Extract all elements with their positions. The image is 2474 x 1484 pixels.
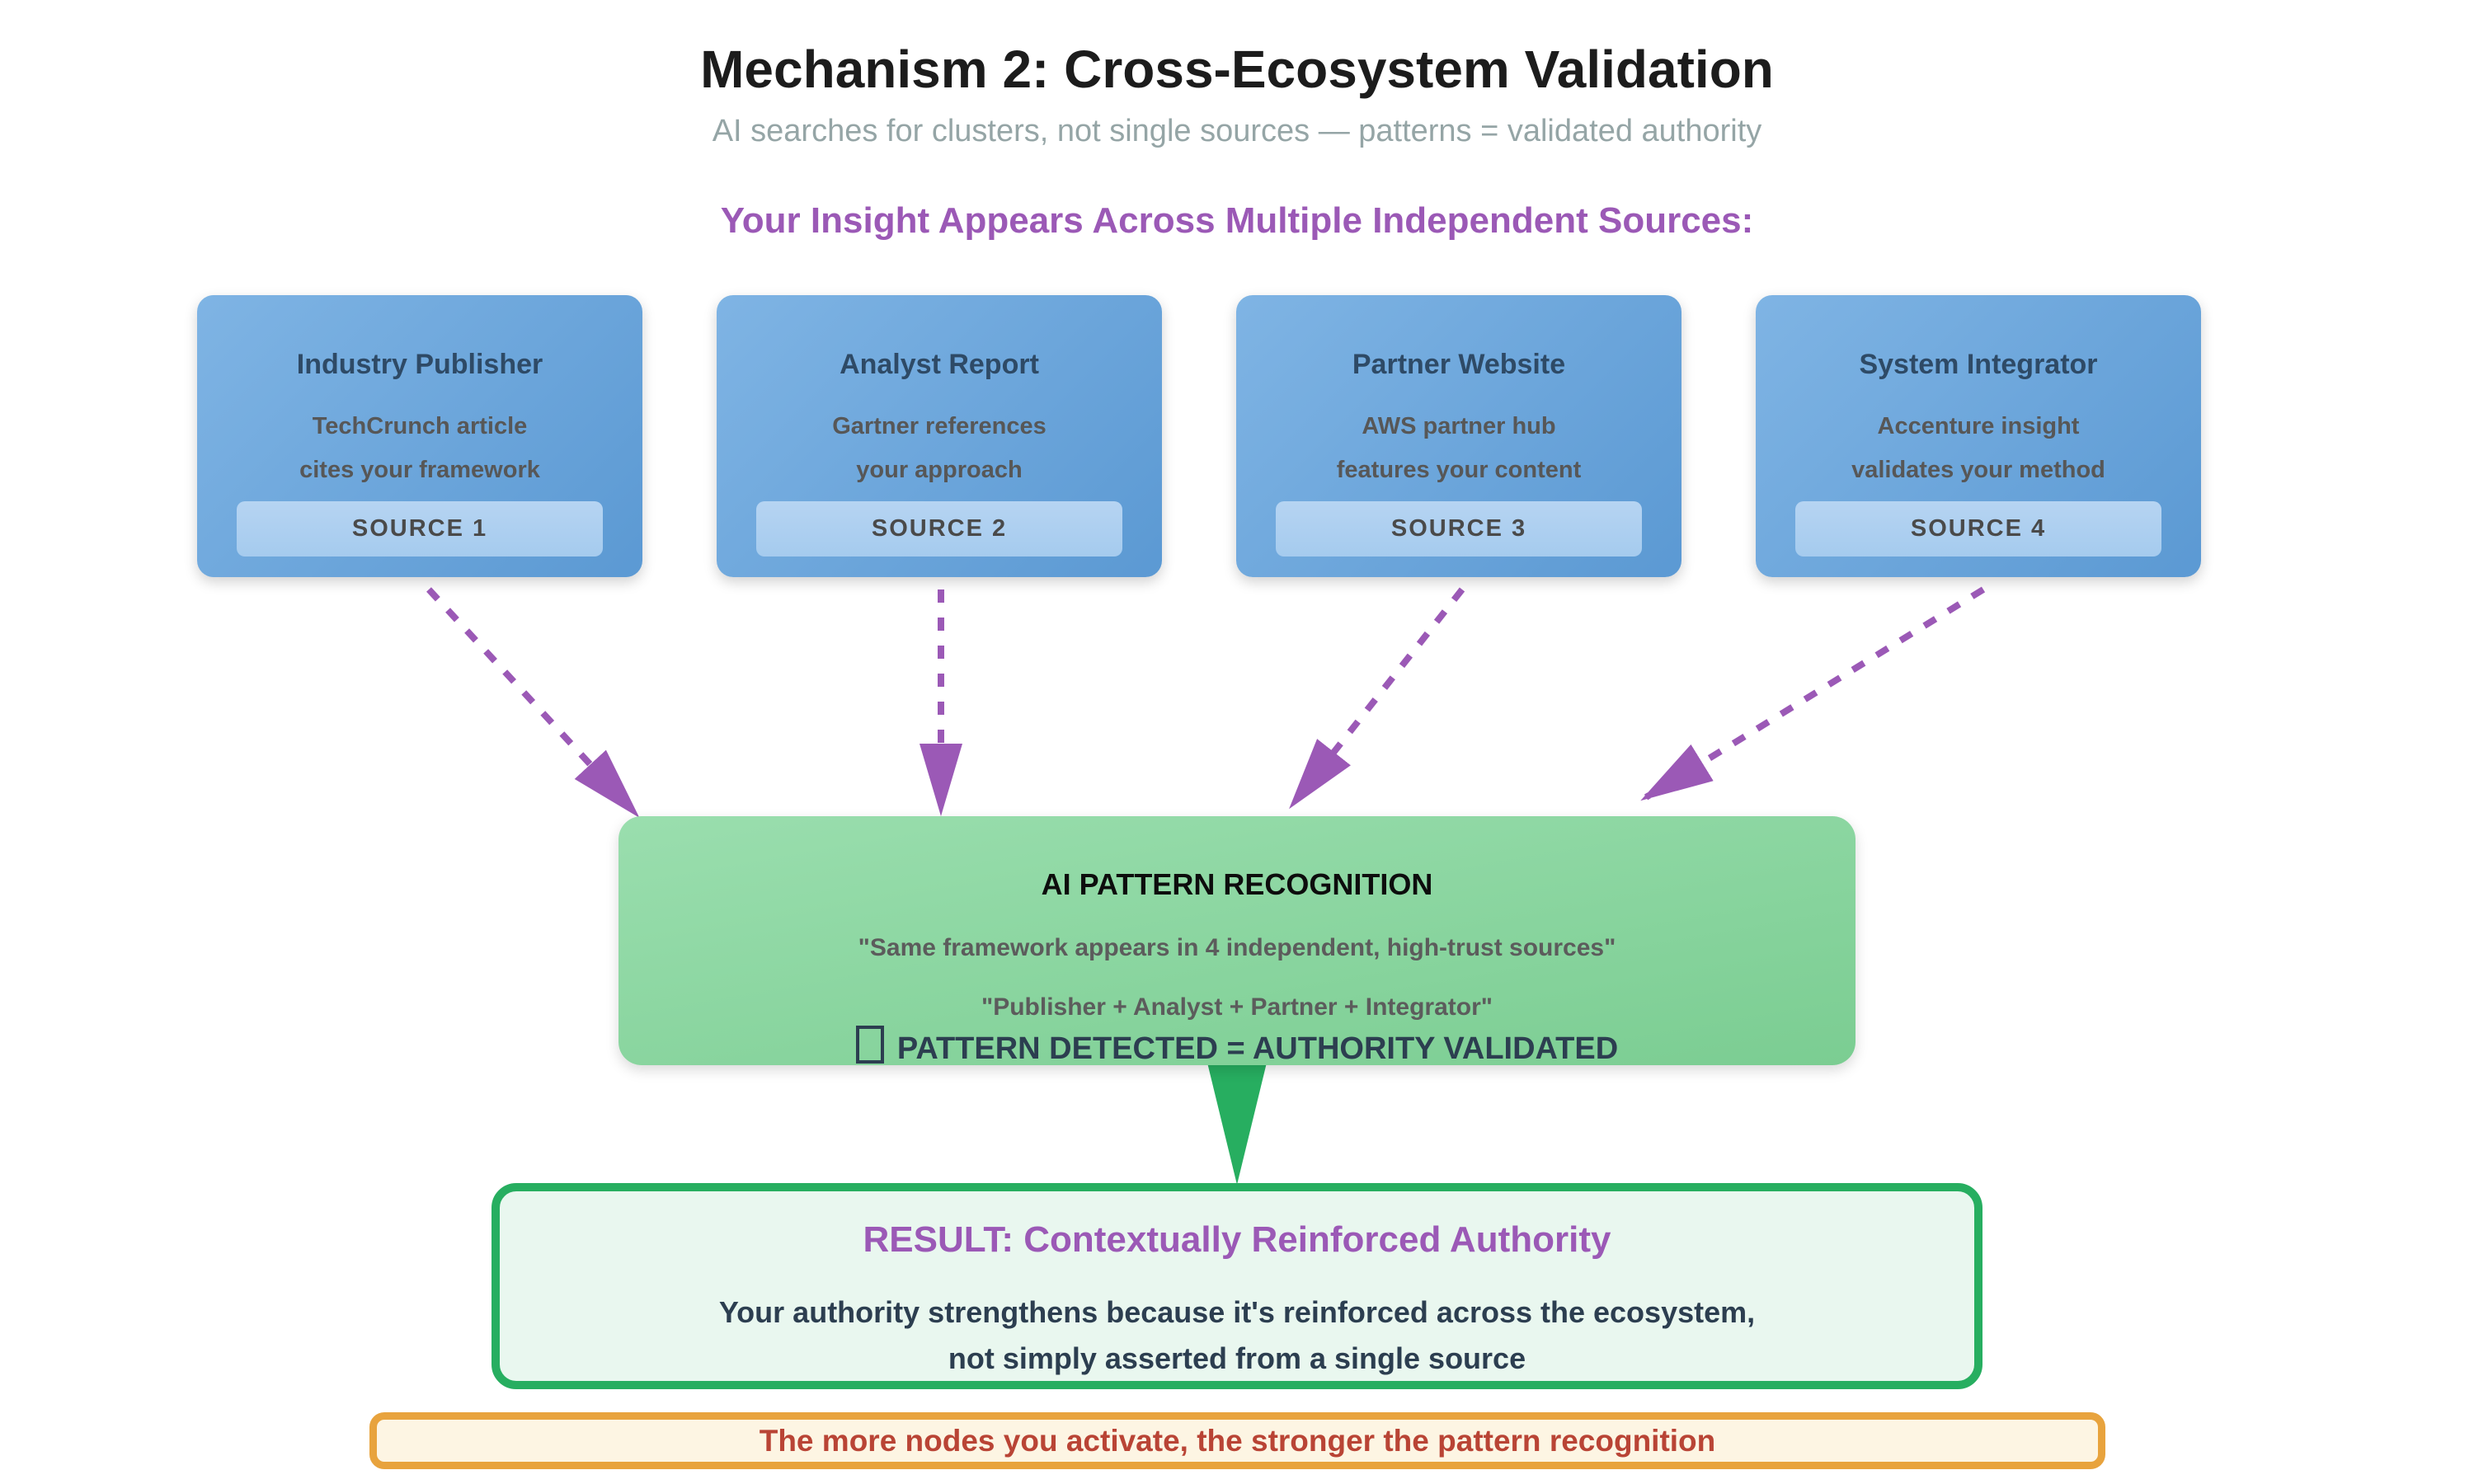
source-card-title: Industry Publisher	[296, 349, 543, 380]
source-card-description-line2: validates your method	[1851, 457, 2105, 483]
dashed-arrow-source4-icon	[1640, 586, 1986, 801]
dashed-arrow-source3-icon	[1289, 587, 1465, 810]
page-title: Mechanism 2: Cross-Ecosystem Validation	[700, 40, 1774, 99]
pattern-box-quote2: "Publisher + Analyst + Partner + Integra…	[981, 993, 1493, 1021]
bottom-banner-text: The more nodes you activate, the stronge…	[759, 1424, 1716, 1458]
result-box-line1: Your authority strengthens because it's …	[718, 1295, 1756, 1329]
dashed-arrow-source1-icon	[426, 587, 640, 818]
missing-glyph-icon	[855, 1026, 884, 1064]
pattern-box-verdict: PATTERN DETECTED = AUTHORITY VALIDATED	[618, 1026, 1856, 1067]
source-card-description-line2: your approach	[856, 457, 1023, 483]
source-card-analyst-report: Analyst Report Gartner references your a…	[717, 295, 1162, 577]
ai-pattern-recognition-box: AI PATTERN RECOGNITION "Same framework a…	[618, 816, 1856, 1067]
pattern-verdict-text: PATTERN DETECTED = AUTHORITY VALIDATED	[896, 1031, 1619, 1066]
source-card-description-line1: AWS partner hub	[1362, 413, 1556, 439]
bottom-banner: The more nodes you activate, the stronge…	[369, 1412, 2105, 1469]
source-card-partner-website: Partner Website AWS partner hub features…	[1236, 295, 1681, 577]
section-heading: Your Insight Appears Across Multiple Ind…	[720, 200, 1754, 241]
source-cards-row: Industry Publisher TechCrunch article ci…	[197, 295, 2203, 577]
pattern-box-title: AI PATTERN RECOGNITION	[1041, 867, 1433, 901]
pattern-box-quote1: "Same framework appears in 4 independent…	[858, 934, 1616, 961]
source-card-industry-publisher: Industry Publisher TechCrunch article ci…	[197, 295, 642, 577]
source-card-description-line1: Accenture insight	[1877, 413, 2080, 439]
source-card-description-line1: TechCrunch article	[312, 413, 528, 439]
source-card-system-integrator: System Integrator Accenture insight vali…	[1756, 295, 2201, 577]
result-box-line2: not simply asserted from a single source	[948, 1341, 1526, 1375]
source-card-title: System Integrator	[1859, 349, 2098, 380]
source-card-title: Analyst Report	[840, 349, 1039, 380]
source-badge: SOURCE 4	[1795, 501, 2161, 556]
source-badge: SOURCE 1	[237, 501, 603, 556]
source-card-description-line2: cites your framework	[299, 457, 540, 483]
funnel-triangle-icon	[1207, 1063, 1267, 1185]
source-badge: SOURCE 2	[756, 501, 1122, 556]
page-subtitle: AI searches for clusters, not single sou…	[712, 114, 1762, 148]
result-box-title: RESULT: Contextually Reinforced Authorit…	[863, 1219, 1611, 1260]
result-box: RESULT: Contextually Reinforced Authorit…	[492, 1183, 1982, 1389]
source-card-description-line1: Gartner references	[832, 413, 1047, 439]
source-card-title: Partner Website	[1352, 349, 1566, 380]
source-badge: SOURCE 3	[1276, 501, 1642, 556]
source-card-description-line2: features your content	[1336, 457, 1582, 483]
